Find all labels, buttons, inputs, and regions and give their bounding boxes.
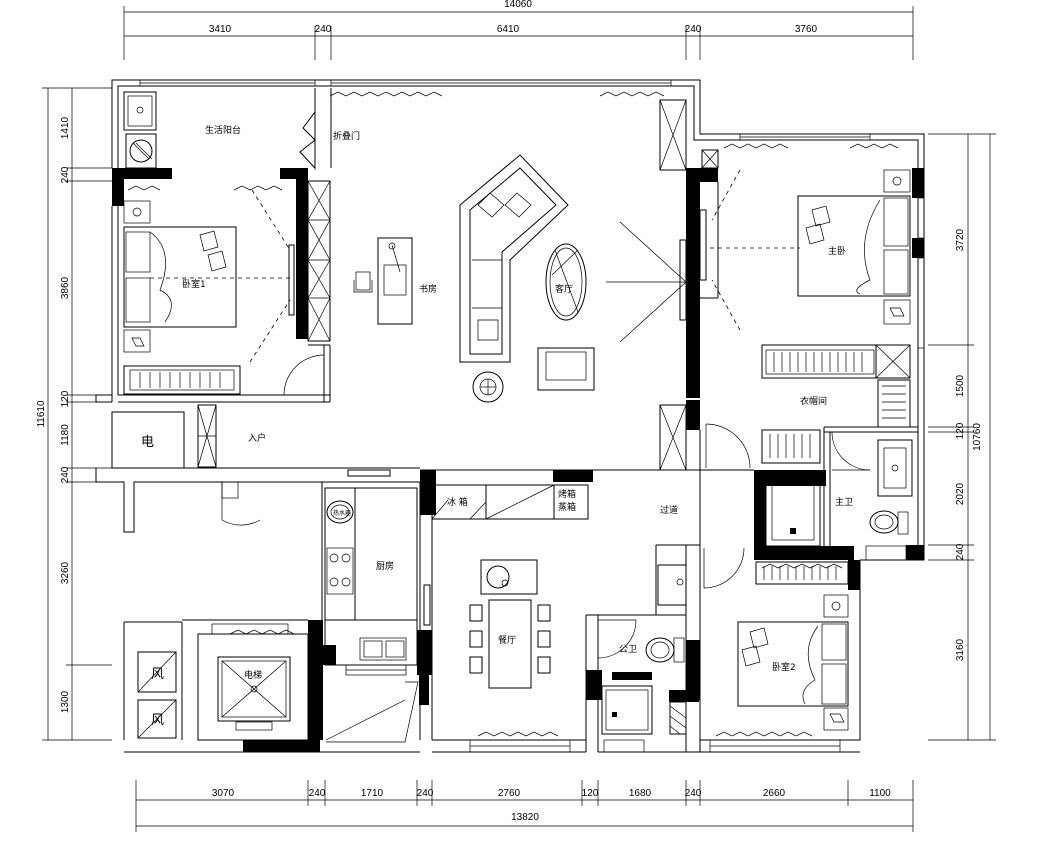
dim-top-4: 240 [685,24,702,35]
label-cabinet-b: 蒸箱 [558,501,576,513]
label-master: 主卧 [828,245,846,257]
dim-left-4: 120 [60,390,71,407]
public-bath-fixtures [597,564,687,735]
study-furniture [353,237,413,325]
label-study: 书房 [419,283,437,295]
fridge-cabinets [431,484,589,520]
label-entry: 入户 [248,432,266,444]
label-shaft2: 风 [151,713,164,728]
dim-left-6: 240 [60,466,71,483]
label-master-bath: 主卫 [835,496,853,508]
label-bedroom2: 卧室2 [772,661,796,673]
dim-bottom-4: 240 [417,788,434,799]
outer-outline [95,79,925,753]
dim-left-5: 1180 [60,424,71,446]
dining-furniture [469,559,551,689]
dim-bottom-8: 240 [685,788,702,799]
dim-right-2: 1500 [955,374,966,397]
dim-bottom-total: 13820 [511,812,539,823]
label-elevator: 电梯 [244,669,262,681]
dim-bottom-5: 2760 [498,788,521,799]
dim-left-total: 11610 [36,400,47,428]
label-closet: 衣帽间 [800,395,827,407]
right-dimension-lines [928,133,996,741]
dim-left-2: 240 [60,166,71,183]
folding-door [299,100,316,170]
bedroom1-wardrobe [307,180,331,342]
label-balcony: 生活阳台 [205,124,241,136]
balcony-fixtures [123,91,157,169]
label-living: 客厅 [555,283,573,295]
dim-bottom-10: 1100 [869,788,891,799]
master-furniture [699,149,911,331]
dim-right-1: 3720 [955,228,966,251]
dim-top-1: 3410 [209,24,232,35]
label-fridge: 冰 箱 [447,496,468,508]
tv-wall-cabinets [659,99,687,471]
label-kitchen: 厨房 [376,560,394,572]
dim-bottom-3: 1710 [361,788,384,799]
label-folding-door: 折叠门 [333,130,360,142]
dim-left-7: 3260 [60,561,71,584]
dim-top-5: 3760 [795,24,818,35]
dim-top-2: 240 [315,24,332,35]
dim-bottom-9: 2660 [763,788,786,799]
dim-bottom-6: 120 [582,788,599,799]
left-dimension-lines [42,87,112,741]
label-cabinet-a: 烤箱 [558,488,576,500]
dim-right-3: 120 [955,422,966,439]
dim-bottom-2: 240 [309,788,326,799]
bedroom2-furniture [703,547,849,731]
dim-top-3: 6410 [497,24,520,35]
label-public-bath: 公卫 [619,644,637,655]
bottom-dimension-lines [135,780,914,832]
label-boiler: 热水器 [333,509,351,517]
dim-bottom-1: 3070 [212,788,235,799]
label-bedroom1: 卧室1 [182,278,206,290]
dim-left-3: 3860 [60,276,71,299]
walls [112,168,924,752]
dim-left-8: 1300 [60,690,71,713]
dim-left-1: 1410 [60,116,71,139]
elevator-shafts [137,623,419,743]
dim-bottom-7: 1680 [629,788,652,799]
closet-furniture [705,344,911,469]
label-shaft1: 风 [151,667,164,682]
dim-right-5: 240 [955,543,966,560]
dim-right-6: 3160 [955,638,966,661]
entry-area [111,404,261,526]
dim-right-4: 2020 [955,482,966,505]
dim-right-total: 10760 [972,423,983,451]
label-hallway: 过道 [660,504,678,516]
label-dining: 餐厅 [498,634,516,646]
master-bath-fixtures [765,431,913,547]
kitchen-fixtures [324,469,431,666]
label-electric: 电 [141,435,154,450]
windows [127,79,925,753]
interior-walls [111,88,918,753]
dim-top-total: 14060 [504,0,532,10]
bedroom1-furniture [123,189,325,396]
top-dimension-lines [123,6,914,60]
living-furniture [459,154,687,403]
